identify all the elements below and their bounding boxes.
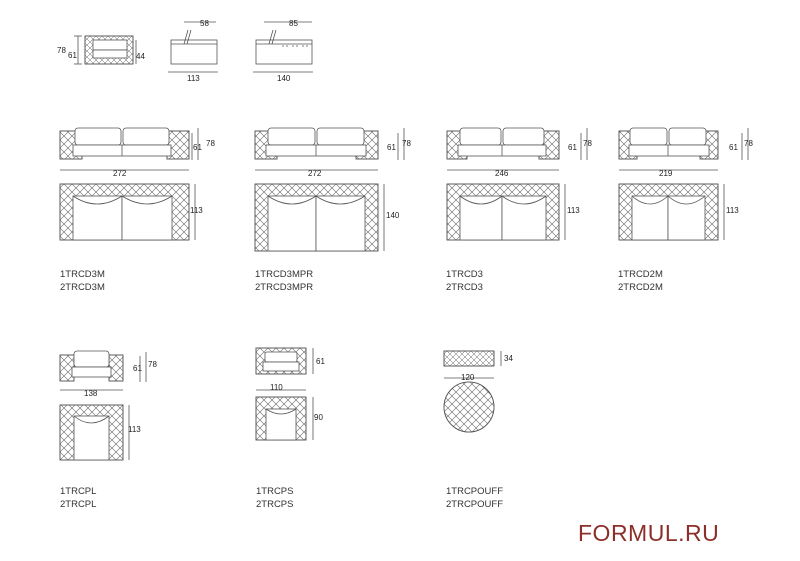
sofa-1-code-1: 1TRCD3M (60, 269, 105, 280)
armchair-small-depth: 90 (314, 413, 323, 422)
sofa-1-height-seat: 61 (193, 143, 202, 152)
sofa-1-front (59, 127, 199, 171)
pouff-code-1: 1TRCPOUFF (446, 486, 503, 497)
armchair-small-codes: 1TRCPS 2TRCPS (256, 485, 293, 511)
sofa-3-height-total: 78 (583, 139, 592, 148)
armchair-large-depth: 113 (128, 425, 141, 434)
sofa-3-code-1: 1TRCD3 (446, 269, 483, 280)
sofa-1-depth: 113 (190, 206, 203, 215)
sofa-1-codes: 1TRCD3M 2TRCD3M (60, 268, 105, 294)
pouff-code-2: 2TRCPOUFF (446, 499, 503, 510)
sofa-2-codes: 1TRCD3MPR 2TRCD3MPR (255, 268, 313, 294)
watermark: FORMUL.RU (578, 520, 720, 546)
sofa-1-width: 272 (113, 169, 127, 178)
detail-depth-long: 85 (289, 19, 298, 28)
detail-width-long: 140 (277, 74, 291, 83)
sofa-1-code-2: 2TRCD3M (60, 282, 105, 293)
sofa-2-depth: 140 (386, 211, 400, 220)
sofa-1-plan (59, 183, 196, 241)
sofa-2-width: 272 (308, 169, 322, 178)
sofa-3-width: 246 (495, 169, 509, 178)
sofa-2-code-1: 1TRCD3MPR (255, 269, 314, 280)
detail-height-seat: 61 (68, 51, 77, 60)
detail-profile-short (168, 21, 218, 73)
pouff-front (443, 350, 502, 379)
armchair-large-front (59, 350, 147, 391)
armchair-large-height-total: 78 (148, 360, 157, 369)
armchair-large-height-seat: 61 (133, 364, 142, 373)
sofa-1-height-total: 78 (206, 139, 215, 148)
pouff-codes: 1TRCPOUFF 2TRCPOUFF (446, 485, 503, 511)
pouff-diameter: 120 (461, 373, 475, 382)
sofa-3-depth: 113 (567, 206, 580, 215)
detail-side-view (74, 35, 137, 65)
armchair-large-code-1: 1TRCPL (60, 486, 97, 497)
detail-depth-short: 58 (200, 19, 209, 28)
sofa-4-code-1: 1TRCD2M (618, 269, 663, 280)
dimension-labels: 78 61 44 58 113 85 140 61 78 272 113 61 … (57, 19, 753, 434)
pouff-height: 34 (504, 354, 513, 363)
sofa-4-front (618, 127, 749, 171)
sofa-2-plan (254, 183, 385, 252)
detail-width-short: 113 (187, 74, 200, 83)
armchair-small-code-2: 2TRCPS (256, 499, 294, 510)
sofa-2-front (254, 127, 405, 171)
sofa-3-code-2: 2TRCD3 (446, 282, 483, 293)
sofa-2-height-seat: 61 (387, 143, 396, 152)
pouff-plan (443, 381, 495, 433)
sofa-2-code-2: 2TRCD3MPR (255, 282, 314, 293)
detail-height-total: 78 (57, 46, 66, 55)
armchair-large-plan (59, 404, 130, 461)
armchair-small-front (255, 347, 314, 391)
armchair-large-codes: 1TRCPL 2TRCPL (60, 485, 96, 511)
sofa-4-height-total: 78 (744, 139, 753, 148)
armchair-small-code-1: 1TRCPS (256, 486, 294, 497)
sofa-3-height-seat: 61 (568, 143, 577, 152)
sofa-4-codes: 1TRCD2M 2TRCD2M (618, 268, 663, 294)
sofa-4-width: 219 (659, 169, 673, 178)
sofa-4-height-seat: 61 (729, 143, 738, 152)
sofa-2-height-total: 78 (402, 139, 411, 148)
sofa-3-codes: 1TRCD3 2TRCD3 (446, 268, 483, 294)
armchair-small-plan (255, 396, 314, 441)
sofa-4-code-2: 2TRCD2M (618, 282, 663, 293)
sofa-4-plan (618, 183, 725, 241)
detail-profile-long (253, 21, 313, 73)
detail-height-arm: 44 (136, 52, 145, 61)
sofa-3-plan (446, 183, 566, 241)
sofa-3-front (446, 127, 588, 171)
armchair-small-height-seat: 61 (316, 357, 325, 366)
sofa-4-depth: 113 (726, 206, 739, 215)
armchair-large-code-2: 2TRCPL (60, 499, 97, 510)
armchair-small-width: 110 (270, 383, 283, 392)
armchair-large-width: 138 (84, 389, 98, 398)
